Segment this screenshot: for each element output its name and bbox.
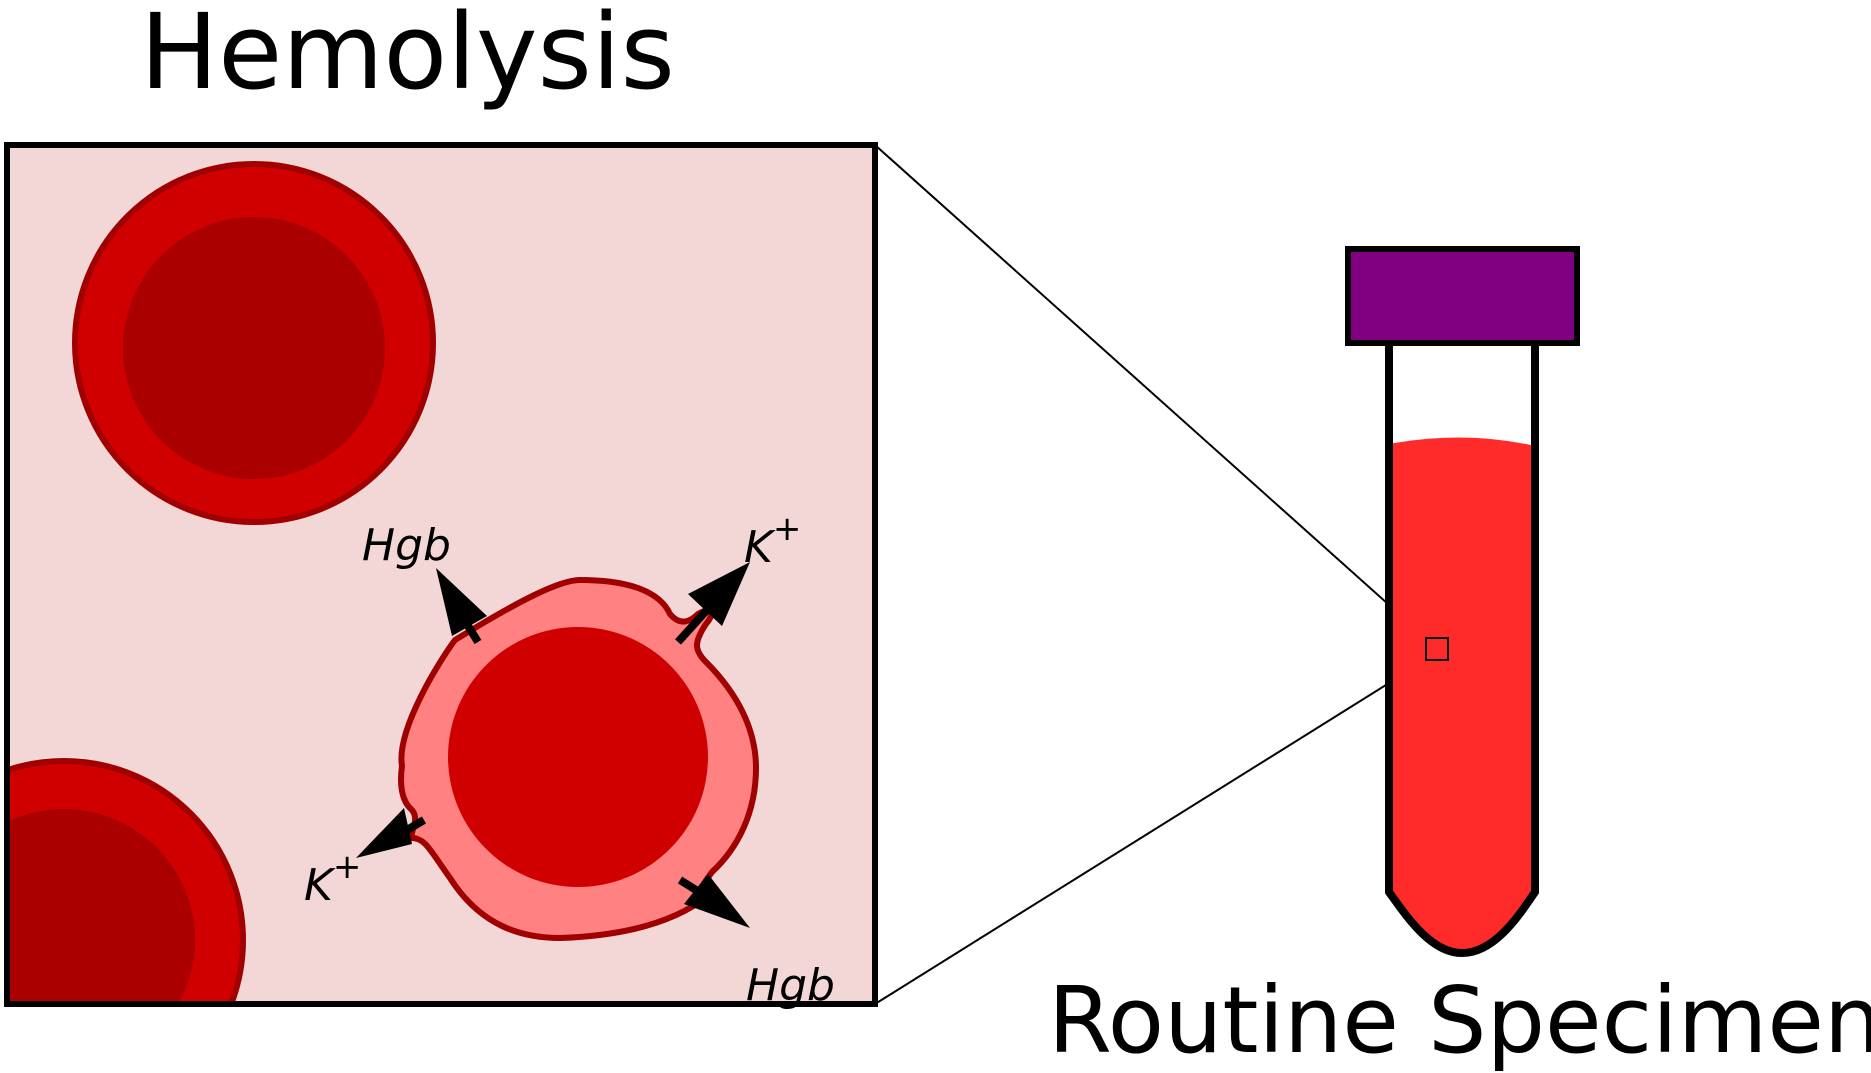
zoom-region-marker: [1425, 637, 1449, 661]
arrow-k-top: [675, 562, 750, 645]
label-k-top: K+: [744, 509, 801, 573]
intact-rbc-top: [72, 161, 436, 525]
diagram-title: Hemolysis: [140, 0, 675, 113]
label-hgb-top: Hgb: [362, 520, 451, 571]
tube-glass: [1385, 343, 1539, 958]
tube-blood: [1389, 437, 1535, 950]
blood-tube: [1345, 246, 1580, 958]
panel-border: [4, 142, 878, 1007]
zoom-line-bottom: [874, 659, 1427, 1005]
arrow-hgb-bottom: [677, 874, 750, 928]
magnified-panel: Hgb Hgb K+ K+: [4, 142, 878, 1011]
zoom-line-top: [874, 144, 1427, 639]
arrow-k-bottom: [356, 808, 427, 858]
efflux-arrows: [356, 562, 750, 928]
intact-rbc-bottom: [7, 758, 246, 1002]
tube-cap-icon: [1345, 246, 1580, 346]
specimen-label: Routine Specimen: [1048, 967, 1871, 1073]
lysed-rbc-nucleus: [448, 627, 708, 887]
lysed-rbc: [398, 576, 760, 942]
arrow-hgb-top: [436, 568, 487, 645]
label-k-bottom: K+: [304, 847, 361, 911]
